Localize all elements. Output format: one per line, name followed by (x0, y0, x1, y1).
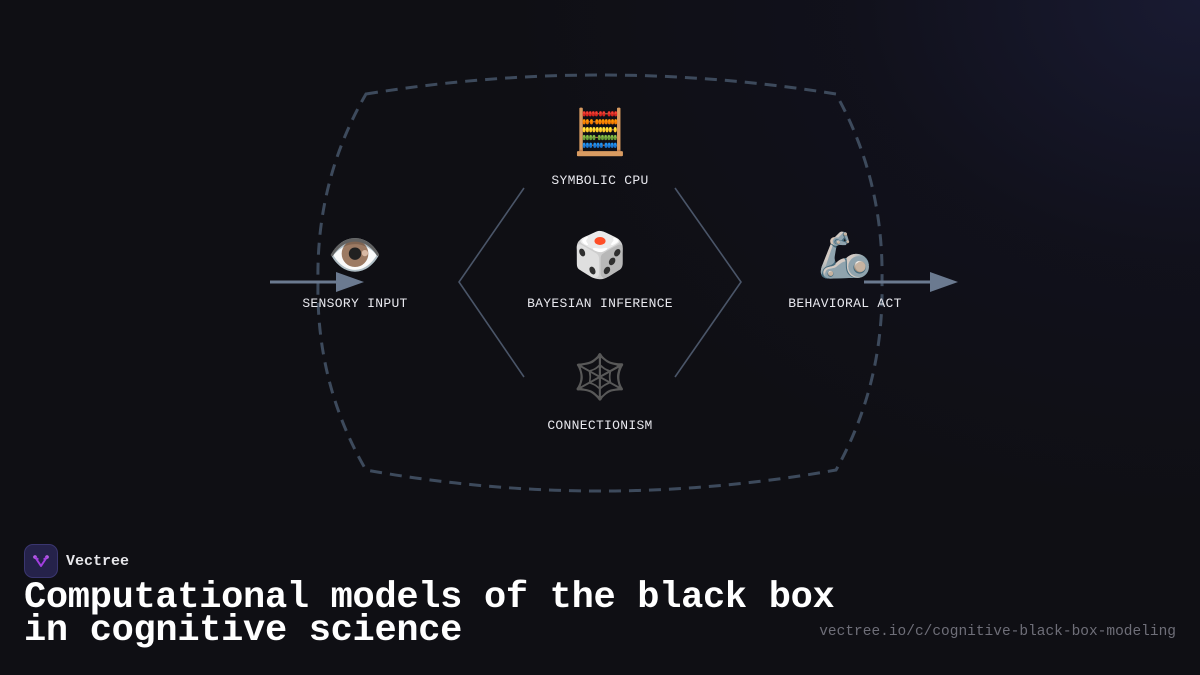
page-title: Computational models of the black box in… (24, 577, 835, 652)
connector-right (674, 187, 742, 378)
brand-name: Vectree (66, 552, 130, 570)
node-behavioral-act: 🦾 BEHAVIORAL ACT (788, 230, 902, 312)
source-url: vectree.io/c/cognitive-black-box-modelin… (819, 624, 1176, 640)
node-label: BAYESIAN INFERENCE (527, 296, 673, 311)
node-label: SENSORY INPUT (302, 296, 408, 311)
node-symbolic-cpu: 🧮 SYMBOLIC CPU (551, 107, 649, 189)
abacus-icon: 🧮 (572, 107, 628, 158)
die-icon: 🎲 (572, 230, 628, 281)
node-label: BEHAVIORAL ACT (788, 296, 902, 311)
output-arrow (864, 272, 958, 292)
input-arrow (270, 272, 364, 292)
node-bayesian-inference: 🎲 BAYESIAN INFERENCE (527, 230, 673, 312)
node-connectionism: 🕸️ CONNECTIONISM (547, 352, 653, 434)
title-line-2: in cognitive science (24, 610, 463, 652)
spider-web-icon: 🕸️ (572, 352, 628, 403)
node-label: CONNECTIONISM (547, 418, 653, 433)
node-label: SYMBOLIC CPU (551, 173, 649, 188)
brand: Vectree (24, 544, 129, 578)
title-line-1: Computational models of the black box (24, 577, 835, 619)
connector-left (458, 187, 525, 378)
eye-icon: 👁️ (327, 230, 383, 281)
vectree-logo-icon (24, 544, 58, 578)
black-box-outline (316, 73, 884, 493)
node-sensory-input: 👁️ SENSORY INPUT (302, 230, 408, 312)
mechanical-arm-icon: 🦾 (817, 230, 873, 281)
